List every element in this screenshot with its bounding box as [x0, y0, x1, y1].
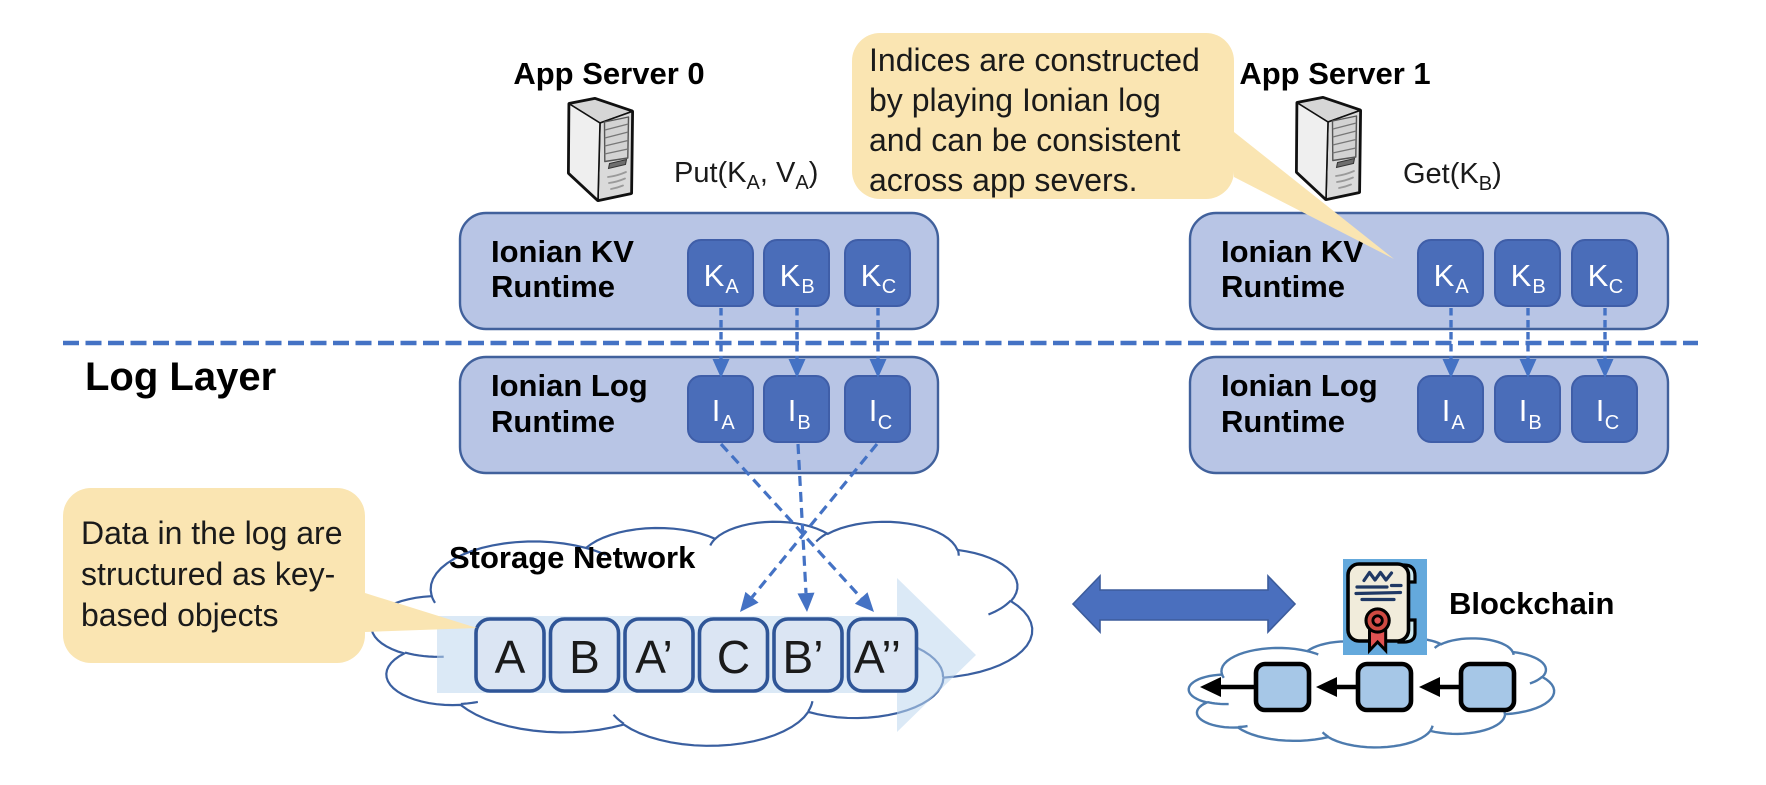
svg-text:B’: B’ [783, 631, 824, 683]
svg-text:Runtime: Runtime [1221, 404, 1345, 439]
svg-text:C: C [1609, 276, 1623, 298]
svg-text:Storage Network: Storage Network [449, 540, 696, 575]
svg-text:B: B [569, 631, 600, 683]
svg-text:I: I [1442, 393, 1451, 428]
svg-text:B: B [1532, 276, 1545, 298]
svg-text:Ionian Log: Ionian Log [491, 368, 648, 403]
svg-text:A: A [1451, 412, 1465, 434]
svg-text:I: I [1596, 393, 1605, 428]
svg-text:Runtime: Runtime [491, 269, 615, 304]
svg-text:Ionian KV: Ionian KV [1221, 234, 1364, 269]
svg-text:K: K [1511, 258, 1532, 293]
svg-text:C: C [1605, 412, 1619, 434]
svg-text:I: I [788, 393, 797, 428]
svg-text:across app severs.: across app severs. [869, 162, 1138, 198]
svg-text:A’’: A’’ [854, 631, 901, 683]
svg-text:A: A [1455, 276, 1469, 298]
svg-text:Blockchain: Blockchain [1449, 586, 1614, 621]
svg-text:A’: A’ [635, 631, 673, 683]
svg-text:I: I [1519, 393, 1528, 428]
svg-text:I: I [712, 393, 721, 428]
svg-text:structured as key-: structured as key- [81, 556, 335, 592]
svg-text:Put(KA, VA): Put(KA, VA) [674, 157, 818, 194]
svg-text:A: A [725, 276, 739, 298]
svg-text:App Server 1: App Server 1 [1239, 56, 1430, 91]
svg-text:K: K [1434, 258, 1455, 293]
svg-text:B: B [1528, 412, 1541, 434]
svg-text:I: I [869, 393, 878, 428]
svg-text:A: A [495, 631, 526, 683]
svg-text:B: B [797, 412, 810, 434]
svg-text:K: K [1588, 258, 1609, 293]
svg-text:Indices are constructed: Indices are constructed [869, 42, 1200, 78]
svg-text:K: K [780, 258, 801, 293]
svg-text:Runtime: Runtime [1221, 269, 1345, 304]
svg-text:C: C [882, 276, 896, 298]
svg-text:App Server 0: App Server 0 [513, 56, 704, 91]
svg-text:K: K [861, 258, 882, 293]
svg-text:C: C [717, 631, 750, 683]
svg-text:C: C [878, 412, 892, 434]
svg-text:Log Layer: Log Layer [85, 355, 276, 399]
svg-text:Ionian KV: Ionian KV [491, 234, 634, 269]
svg-text:based objects: based objects [81, 597, 278, 633]
svg-text:K: K [704, 258, 725, 293]
svg-text:Ionian Log: Ionian Log [1221, 368, 1378, 403]
svg-text:Runtime: Runtime [491, 404, 615, 439]
svg-text:by playing Ionian log: by playing Ionian log [869, 82, 1161, 118]
svg-text:B: B [801, 276, 814, 298]
svg-text:A: A [721, 412, 735, 434]
svg-text:and can be consistent: and can be consistent [869, 122, 1180, 158]
svg-text:Data in the log are: Data in the log are [81, 515, 343, 551]
